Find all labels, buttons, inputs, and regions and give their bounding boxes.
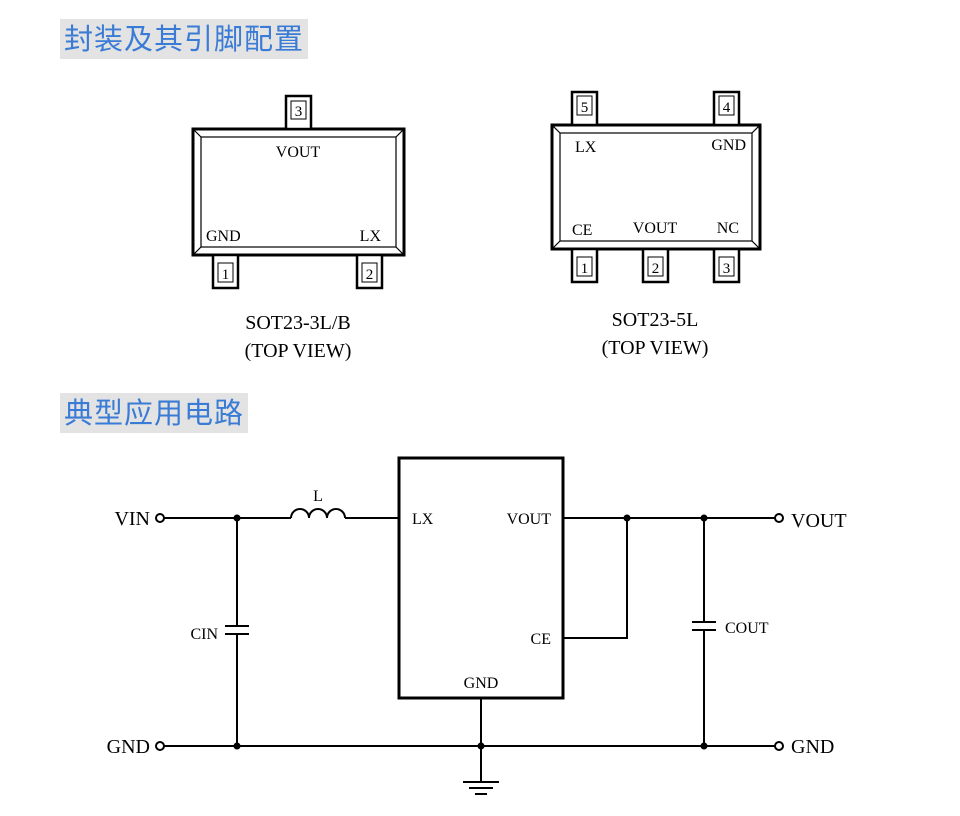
ce-tie-wire: [563, 518, 628, 639]
sot23-3l-top-view: (TOP VIEW): [245, 340, 352, 362]
sot23-5l-package: 5 4 1 2 3 LX GND CE VOUT NC SOT23-5L (TO…: [550, 90, 762, 359]
ic-pin-lx: LX: [412, 511, 434, 528]
sot23-5l-pin4: [712, 90, 741, 127]
sot23-3l-label-vout: VOUT: [276, 144, 321, 161]
label-gnd-right: GND: [791, 736, 834, 758]
sot23-5l-pin2-number: 2: [652, 261, 660, 277]
ic-pin-ce: CE: [531, 631, 551, 648]
sot23-3l-package: 3 1 2 VOUT GND LX SOT23-3L/B (TOP VIEW): [191, 94, 406, 362]
label-vout: VOUT: [791, 510, 847, 532]
label-cout: COUT: [725, 620, 769, 637]
junction-dot: [233, 742, 241, 750]
sot23-5l-pin5-number: 5: [581, 100, 589, 116]
label-gnd-left: GND: [107, 736, 150, 758]
sot23-3l-body-outer: [191, 127, 406, 257]
sot23-5l-label-vout: VOUT: [633, 220, 678, 237]
inductor-symbol: [290, 508, 346, 519]
sot23-3l-body-inner: [200, 136, 397, 248]
sot23-5l-pin3-number: 3: [723, 261, 731, 277]
sot23-3l-package-name: SOT23-3L/B: [245, 312, 351, 334]
junction-dot: [623, 514, 631, 522]
sot23-5l-label-lx: LX: [575, 139, 597, 156]
junction-dot: [233, 514, 241, 522]
section-title-application-circuit: 典型应用电路: [60, 393, 249, 433]
label-inductor: L: [313, 488, 323, 505]
sot23-3l-label-gnd: GND: [206, 228, 241, 245]
sot23-5l-body-inner: [559, 132, 753, 242]
ic-pin-gnd: GND: [464, 675, 499, 692]
sot23-3l-pin1-number: 1: [222, 267, 230, 283]
ic-block: [397, 456, 565, 700]
sot23-5l-package-name: SOT23-5L: [612, 309, 699, 331]
application-circuit: [155, 456, 784, 795]
junction-dot: [477, 742, 485, 750]
sot23-5l-top-view: (TOP VIEW): [602, 337, 709, 359]
sot23-3l-pin2-number: 2: [366, 267, 374, 283]
gnd-left-terminal: [155, 741, 165, 751]
sot23-5l-body-outer: [550, 123, 762, 251]
sot23-5l-pin1-number: 1: [581, 261, 589, 277]
sot23-5l-label-ce: CE: [572, 222, 592, 239]
label-cin: CIN: [190, 626, 218, 643]
label-vin: VIN: [114, 508, 150, 530]
gnd-right-terminal: [774, 741, 784, 751]
sot23-5l-pin5: [570, 90, 599, 127]
section-title-package: 封装及其引脚配置: [60, 19, 309, 59]
junction-dot: [700, 742, 708, 750]
vout-terminal: [774, 513, 784, 523]
sot23-5l-pin4-number: 4: [723, 100, 731, 116]
vin-terminal: [155, 513, 165, 523]
sot23-3l-pin3-number: 3: [295, 104, 303, 120]
ic-pin-vout: VOUT: [507, 511, 552, 528]
sot23-5l-label-nc: NC: [717, 220, 739, 237]
sot23-5l-label-gnd: GND: [711, 137, 746, 154]
junction-dot: [700, 514, 708, 522]
circuit-labels: VIN GND VOUT GND L CIN COUT LX VOUT CE G…: [107, 488, 847, 758]
sot23-3l-label-lx: LX: [360, 228, 382, 245]
